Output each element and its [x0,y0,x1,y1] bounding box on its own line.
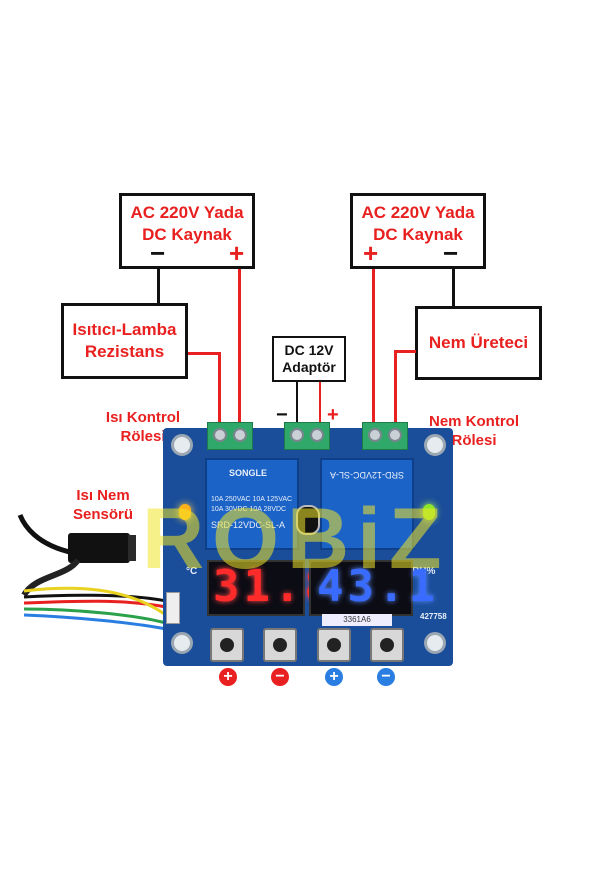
plus-blue-icon: + [325,668,343,686]
hum-unit-label: RH% [412,566,436,577]
hum-plus-button[interactable] [317,628,351,662]
power-terminal [284,422,330,450]
left-source-line1: AC 220V Yada [130,203,244,222]
terminal-screw [368,428,382,442]
heat-relay-label-1: Isı Kontrol [105,409,181,426]
hum-relay-label-1: Nem Kontrol [429,413,519,430]
wire-left-pos-down [238,269,241,426]
chip-code: 3361A6 [343,615,371,624]
wire-left-neg-down [157,269,160,304]
hum-relay: SRD-12VDC-SL-A [320,458,414,550]
wire-heater-horizontal [188,352,221,355]
sensor-wire-blue [23,613,167,631]
wire-right-neg-down [452,269,455,306]
wire-right-pos-down [372,269,375,426]
sensor-cap [128,535,136,561]
right-source-line2: DC Kaynak [373,225,463,244]
temp-minus-button[interactable] [263,628,297,662]
hum-relay-label: Nem Kontrol Rölesi [414,412,534,450]
mounting-hole-br [424,632,446,654]
terminal-screw [290,428,304,442]
heat-relay: SONGLE 10A 250VAC 10A 125VAC 10A 30VDC 1… [205,458,299,550]
terminal-screw [213,428,227,442]
adapter-box: DC 12V Adaptör [272,336,346,382]
mounting-hole-bl [171,632,193,654]
model-code: 427758 [420,612,447,621]
sensor-label-1: Isı Nem [76,487,130,504]
terminal-screw [233,428,247,442]
heat-led [179,504,191,520]
wire-hum-horizontal [395,350,416,353]
humidity-display: 43.1 [309,560,435,616]
sensor-label: Isı Nem Sensörü [58,486,148,524]
humidifier-label: Nem Üreteci [428,333,529,352]
terminal-screw [310,428,324,442]
adapter-plus: + [327,404,339,426]
relay-spec-2: 10A 30VDC 10A 28VDC [211,506,287,513]
left-source-minus: − [150,238,166,268]
minus-blue-icon: − [377,668,395,686]
heater-line1: Isıtıcı-Lamba [72,320,177,339]
minus-red-icon: − [271,668,289,686]
right-source-plus: + [363,238,379,268]
sensor-connector [166,592,180,624]
heat-relay-label: Isı Kontrol Rölesi [88,408,198,446]
left-source-plus: + [229,238,245,268]
right-source-minus: − [443,238,459,268]
sensor-wire-green [23,607,167,625]
relay-model-rotated: SRD-12VDC-SL-A [330,470,405,480]
wire-hum-down [394,350,397,426]
hum-led [423,504,435,520]
sensor-probe-graphic [17,514,167,631]
heat-relay-label-2: Rölesi [120,428,166,445]
sensor-wire-yellow [23,586,167,617]
hum-relay-terminal [362,422,408,450]
sensor-wire-red [23,599,167,609]
relay-brand: SONGLE [229,468,268,478]
humidity-reading: 43.1 [317,561,439,612]
humidifier-box: Nem Üreteci [415,306,542,380]
watermark-logo: ROBiZ [142,491,450,587]
terminal-screw [388,428,402,442]
adapter-line1: DC 12V [284,342,334,358]
heat-relay-terminal [207,422,253,450]
sensor-wire-black [23,593,167,603]
hum-minus-button[interactable] [370,628,404,662]
sensor-body [68,533,130,563]
right-source-line1: AC 220V Yada [361,203,475,222]
wire-adapter-neg [296,382,298,426]
sensor-label-2: Sensörü [72,506,133,523]
plus-red-icon: + [219,668,237,686]
mounting-hole-tr [424,434,446,456]
mounting-hole-tl [171,434,193,456]
heater-box: Isıtıcı-Lamba Rezistans [61,303,188,379]
wire-adapter-pos [319,382,321,426]
adapter-minus: − [276,404,288,426]
sensor-cable-black [17,514,75,556]
heater-line2: Rezistans [84,342,165,361]
relay-model: SRD-12VDC-SL-A [211,520,286,530]
left-source-line2: DC Kaynak [142,225,232,244]
capacitor [296,505,320,535]
chip-label: 3361A6 [322,614,392,626]
temp-unit-label: °C [186,566,198,577]
hum-relay-label-2: Rölesi [451,432,497,449]
relay-spec-1: 10A 250VAC 10A 125VAC [211,496,293,503]
temp-plus-button[interactable] [210,628,244,662]
right-power-source-box: AC 220V Yada DC Kaynak [350,193,486,269]
left-power-source-box: AC 220V Yada DC Kaynak [119,193,255,269]
adapter-line2: Adaptör [282,359,336,375]
wire-heater-down [218,352,221,426]
